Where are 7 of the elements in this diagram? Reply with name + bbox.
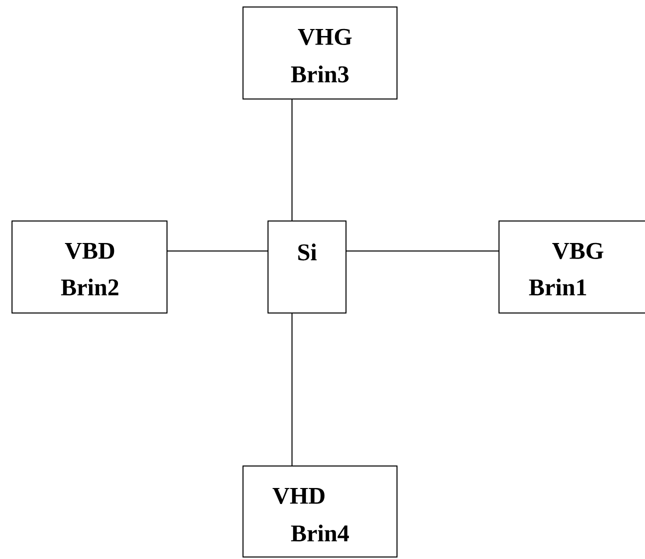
- box: VBG Brin1: [498, 220, 645, 314]
- connector-line: [167, 250, 268, 252]
- connector-line: [346, 250, 499, 252]
- box: VHG Brin3: [242, 6, 398, 100]
- box: Si: [268, 220, 346, 314]
- box: VHD Brin4: [242, 466, 398, 558]
- box: VBD Brin2: [12, 220, 168, 314]
